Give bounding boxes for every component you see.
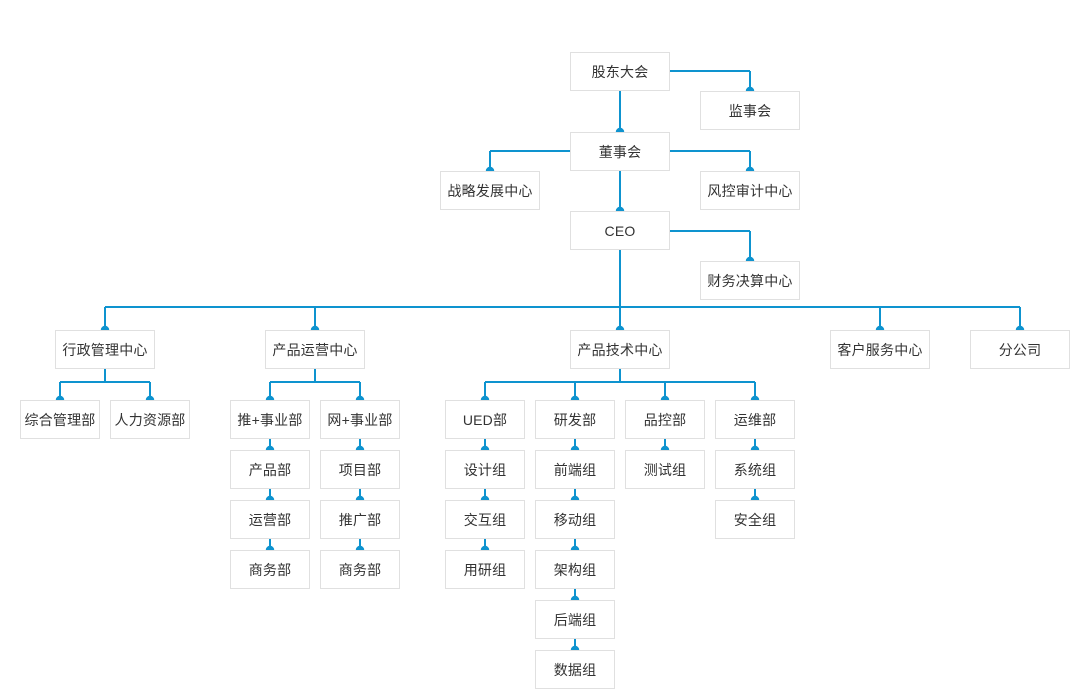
org-node-rd6[interactable]: 数据组 (535, 650, 615, 689)
org-node-ops_a4[interactable]: 商务部 (230, 550, 310, 589)
org-node-admin2[interactable]: 人力资源部 (110, 400, 190, 439)
org-node-label: 移动组 (553, 511, 597, 528)
org-node-admin1[interactable]: 综合管理部 (20, 400, 100, 439)
org-node-ops2[interactable]: 系统组 (715, 450, 795, 489)
org-node-label: 后端组 (553, 611, 597, 628)
org-node-ued4[interactable]: 用研组 (445, 550, 525, 589)
org-node-label: 前端组 (553, 461, 597, 478)
org-node-label: 设计组 (463, 461, 507, 478)
org-node-label: 研发部 (553, 411, 597, 428)
org-node-branch[interactable]: 分公司 (970, 330, 1070, 369)
org-node-label: 产品技术中心 (577, 341, 663, 358)
org-node-admin[interactable]: 行政管理中心 (55, 330, 155, 369)
org-node-customer[interactable]: 客户服务中心 (830, 330, 930, 369)
org-node-label: CEO (604, 222, 636, 239)
org-node-ops_b4[interactable]: 商务部 (320, 550, 400, 589)
org-node-ops_a3[interactable]: 运营部 (230, 500, 310, 539)
org-node-label: 交互组 (463, 511, 507, 528)
org-node-label: 网+事业部 (327, 411, 393, 428)
org-node-rd1[interactable]: 研发部 (535, 400, 615, 439)
org-node-riskaudit[interactable]: 风控审计中心 (700, 171, 800, 210)
org-node-ued2[interactable]: 设计组 (445, 450, 525, 489)
org-node-qa1[interactable]: 品控部 (625, 400, 705, 439)
org-node-prodops[interactable]: 产品运营中心 (265, 330, 365, 369)
org-node-label: 商务部 (248, 561, 292, 578)
org-node-label: UED部 (462, 411, 508, 428)
org-node-ops1[interactable]: 运维部 (715, 400, 795, 439)
org-node-rd2[interactable]: 前端组 (535, 450, 615, 489)
org-node-label: 产品运营中心 (272, 341, 358, 358)
org-node-label: 运营部 (248, 511, 292, 528)
org-node-ued1[interactable]: UED部 (445, 400, 525, 439)
org-node-ops_b3[interactable]: 推广部 (320, 500, 400, 539)
org-node-label: 董事会 (598, 143, 642, 160)
org-node-supervisors[interactable]: 监事会 (700, 91, 800, 130)
org-node-label: 项目部 (338, 461, 382, 478)
org-node-label: 综合管理部 (24, 411, 96, 428)
org-node-finance[interactable]: 财务决算中心 (700, 261, 800, 300)
org-node-label: 数据组 (553, 661, 597, 678)
org-node-ued3[interactable]: 交互组 (445, 500, 525, 539)
org-node-label: 测试组 (643, 461, 687, 478)
org-node-rd5[interactable]: 后端组 (535, 600, 615, 639)
org-node-label: 分公司 (998, 341, 1042, 358)
org-node-label: 风控审计中心 (707, 182, 793, 199)
org-node-label: 产品部 (248, 461, 292, 478)
org-node-ops_b1[interactable]: 网+事业部 (320, 400, 400, 439)
org-node-ceo[interactable]: CEO (570, 211, 670, 250)
org-node-label: 财务决算中心 (707, 272, 793, 289)
org-node-rd3[interactable]: 移动组 (535, 500, 615, 539)
org-node-label: 推广部 (338, 511, 382, 528)
org-node-label: 运维部 (733, 411, 777, 428)
org-node-prodtech[interactable]: 产品技术中心 (570, 330, 670, 369)
org-node-board[interactable]: 董事会 (570, 132, 670, 171)
org-node-label: 用研组 (463, 561, 507, 578)
org-node-strategy[interactable]: 战略发展中心 (440, 171, 540, 210)
org-node-label: 行政管理中心 (62, 341, 148, 358)
org-node-label: 安全组 (733, 511, 777, 528)
org-node-label: 商务部 (338, 561, 382, 578)
org-node-shareholders[interactable]: 股东大会 (570, 52, 670, 91)
org-node-ops3[interactable]: 安全组 (715, 500, 795, 539)
org-node-ops_a2[interactable]: 产品部 (230, 450, 310, 489)
org-node-label: 推+事业部 (237, 411, 303, 428)
org-node-label: 监事会 (728, 102, 772, 119)
org-node-label: 系统组 (733, 461, 777, 478)
org-node-label: 架构组 (553, 561, 597, 578)
org-node-ops_a1[interactable]: 推+事业部 (230, 400, 310, 439)
org-node-label: 品控部 (643, 411, 687, 428)
org-node-rd4[interactable]: 架构组 (535, 550, 615, 589)
org-node-label: 客户服务中心 (837, 341, 923, 358)
org-node-label: 战略发展中心 (447, 182, 533, 199)
org-node-ops_b2[interactable]: 项目部 (320, 450, 400, 489)
org-node-label: 人力资源部 (114, 411, 186, 428)
org-node-qa2[interactable]: 测试组 (625, 450, 705, 489)
org-node-label: 股东大会 (591, 63, 649, 80)
